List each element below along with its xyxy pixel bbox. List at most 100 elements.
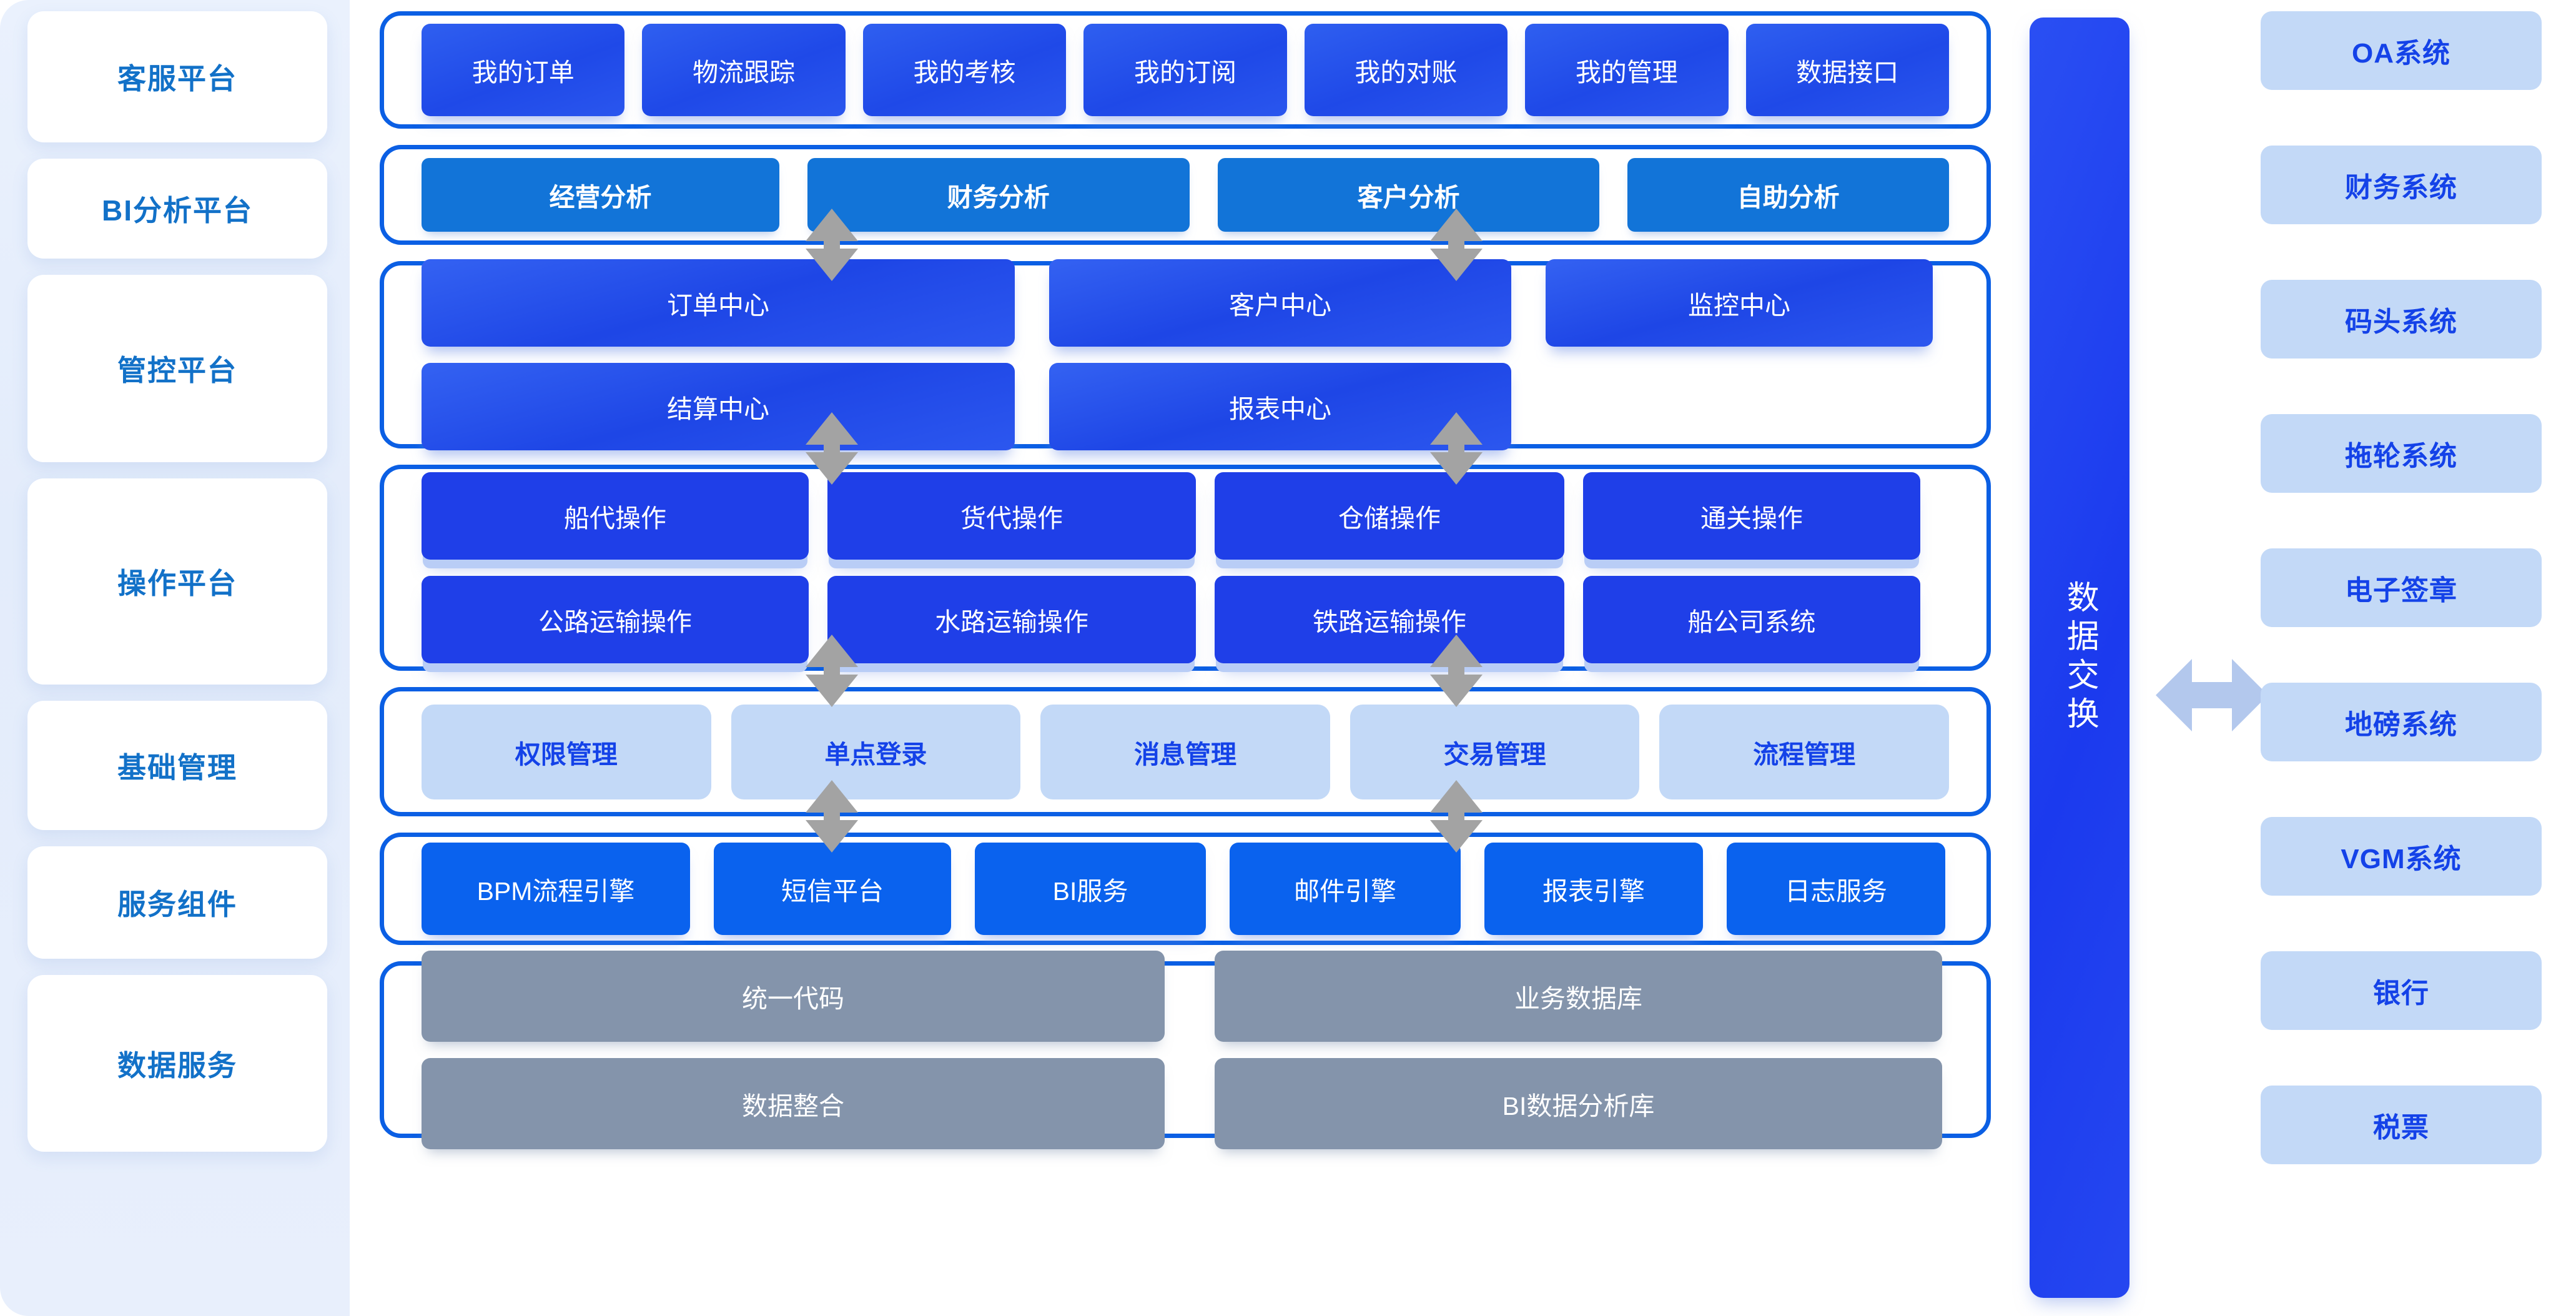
card-base-management-0-0[interactable]: 权限管理	[422, 704, 711, 799]
card-label: 报表中心	[1229, 395, 1331, 423]
card-label: 数据整合	[742, 1091, 844, 1121]
external-system-2[interactable]: 码头系统	[2261, 280, 2542, 359]
card-label: 流程管理	[1753, 740, 1856, 769]
card-customer-service-0-2[interactable]: 我的考核	[862, 24, 1067, 116]
card-label: 监控中心	[1688, 291, 1790, 320]
external-system-4[interactable]: 电子签章	[2261, 548, 2542, 627]
sidebar-item-5[interactable]: 服务组件	[27, 846, 327, 959]
card-operation-platform-1-2[interactable]: 铁路运输操作	[1215, 576, 1564, 663]
card-customer-service-0-5[interactable]: 我的管理	[1525, 24, 1729, 116]
external-system-7[interactable]: 银行	[2261, 951, 2542, 1030]
layer-row: BPM流程引擎 短信平台 BI服务 邮件引擎 报表引擎 日志服务	[422, 843, 1949, 935]
card-bi-analysis-0-2[interactable]: 客户分析	[1217, 158, 1600, 232]
card-operation-platform-0-1[interactable]: 货代操作	[827, 472, 1196, 560]
card-label: 业务数据库	[1514, 984, 1642, 1013]
layer-row: 我的订单 物流跟踪 我的考核 我的订阅 我的对账我的管理 数据接口	[422, 24, 1949, 116]
card-service-components-0-3[interactable]: 邮件引擎	[1230, 843, 1461, 935]
sidebar-item-3[interactable]: 操作平台	[27, 478, 327, 685]
layer-row: 经营分析 财务分析 客户分析 自助分析	[422, 158, 1949, 232]
card-customer-service-0-3[interactable]: 我的订阅	[1083, 24, 1287, 116]
card-operation-platform-1-1[interactable]: 水路运输操作	[827, 576, 1196, 663]
external-system-label: 银行	[2373, 978, 2429, 1009]
card-control-platform-0-2[interactable]: 监控中心	[1546, 259, 1933, 347]
external-system-6[interactable]: VGM系统	[2261, 817, 2542, 896]
card-operation-platform-0-3[interactable]: 通关操作	[1583, 472, 1920, 560]
layer-service-components: BPM流程引擎 短信平台 BI服务 邮件引擎 报表引擎 日志服务	[380, 833, 1991, 945]
card-base-management-0-1[interactable]: 单点登录	[731, 704, 1021, 799]
card-label: 单点登录	[824, 740, 927, 769]
layer-base-management: 权限管理 单点登录 消息管理 交易管理 流程管理	[380, 687, 1991, 816]
card-bi-analysis-0-0[interactable]: 经营分析	[422, 158, 779, 232]
card-customer-service-0-4[interactable]: 我的对账	[1304, 24, 1508, 116]
external-system-label: 拖轮系统	[2345, 441, 2457, 472]
external-system-label: 码头系统	[2345, 307, 2457, 337]
card-bi-analysis-0-3[interactable]: 自助分析	[1627, 158, 1949, 232]
layer-operation-platform: 船代操作 货代操作 仓储操作 通关操作公路运输操作水路运输操作 铁路运输操作 船公司系统	[380, 465, 1991, 671]
platform-layers: 我的订单 物流跟踪 我的考核 我的订阅 我的对账我的管理 数据接口经营分析 财务分析 客户分析…	[380, 11, 1991, 1154]
card-data-services-1-1[interactable]: BI数据分析库	[1215, 1057, 1942, 1149]
card-operation-platform-0-2[interactable]: 仓储操作	[1215, 472, 1564, 560]
card-data-services-0-1[interactable]: 业务数据库	[1215, 950, 1942, 1042]
card-control-platform-0-0[interactable]: 订单中心	[422, 259, 1015, 347]
card-label: 自助分析	[1737, 183, 1840, 212]
card-label: 统一代码	[742, 984, 844, 1013]
card-operation-platform-1-3[interactable]: 船公司系统	[1583, 576, 1920, 663]
card-control-platform-0-1[interactable]: 客户中心	[1049, 259, 1511, 347]
card-label: 仓储操作	[1338, 504, 1441, 533]
card-label: 我的考核	[913, 58, 1016, 87]
sidebar-item-4[interactable]: 基础管理	[27, 701, 327, 830]
card-data-services-1-0[interactable]: 数据整合	[422, 1057, 1165, 1149]
data-exchange-bar[interactable]: 数据交换	[2030, 17, 2129, 1298]
card-label: BI服务	[1052, 877, 1128, 906]
card-operation-platform-1-0[interactable]: 公路运输操作	[422, 576, 809, 663]
sidebar-item-1[interactable]: BI分析平台	[27, 159, 327, 259]
card-base-management-0-3[interactable]: 交易管理	[1350, 704, 1640, 799]
card-customer-service-0-6[interactable]: 数据接口	[1745, 24, 1949, 116]
layer-row: 权限管理 单点登录 消息管理 交易管理 流程管理	[422, 704, 1949, 799]
card-control-platform-1-1[interactable]: 报表中心	[1049, 363, 1511, 450]
layer-bi-analysis: 经营分析 财务分析 客户分析 自助分析	[380, 145, 1991, 245]
card-bi-analysis-0-1[interactable]: 财务分析	[807, 158, 1190, 232]
card-label: 邮件引擎	[1294, 877, 1396, 906]
card-label: 日志服务	[1785, 877, 1887, 906]
card-label: 船代操作	[564, 504, 666, 533]
card-label: 财务分析	[947, 183, 1050, 212]
sidebar-item-0[interactable]: 客服平台	[27, 11, 327, 142]
card-label: 我的订单	[471, 58, 575, 87]
sidebar-item-label: 操作平台	[117, 567, 237, 600]
external-system-3[interactable]: 拖轮系统	[2261, 414, 2542, 493]
card-control-platform-1-0[interactable]: 结算中心	[422, 363, 1015, 450]
card-label: 短信平台	[781, 877, 884, 906]
card-service-components-0-0[interactable]: BPM流程引擎	[422, 843, 690, 935]
card-base-management-0-2[interactable]: 消息管理	[1040, 704, 1330, 799]
card-label: 我的订阅	[1133, 58, 1236, 87]
sidebar-item-label: 客服平台	[117, 62, 237, 95]
card-customer-service-0-1[interactable]: 物流跟踪	[642, 24, 846, 116]
card-base-management-0-4[interactable]: 流程管理	[1659, 704, 1949, 799]
external-system-0[interactable]: OA系统	[2261, 11, 2542, 90]
card-label: 交易管理	[1443, 740, 1546, 769]
sidebar-item-6[interactable]: 数据服务	[27, 975, 327, 1152]
external-system-5[interactable]: 地磅系统	[2261, 683, 2542, 761]
sidebar-item-label: 管控平台	[117, 354, 237, 387]
sidebar-item-label: 服务组件	[117, 888, 237, 921]
card-service-components-0-2[interactable]: BI服务	[975, 843, 1206, 935]
sidebar-item-label: BI分析平台	[102, 194, 253, 227]
data-exchange-label: 数据交换	[2061, 580, 2098, 735]
card-service-components-0-4[interactable]: 报表引擎	[1484, 843, 1703, 935]
layer-row: 船代操作 货代操作 仓储操作 通关操作	[422, 472, 1949, 560]
card-label: 铁路运输操作	[1313, 608, 1466, 636]
external-system-label: 电子签章	[2345, 575, 2457, 606]
external-system-label: OA系统	[2352, 38, 2450, 69]
card-service-components-0-1[interactable]: 短信平台	[714, 843, 951, 935]
card-label: 权限管理	[515, 740, 618, 769]
card-label: 客户分析	[1357, 183, 1460, 212]
card-label: 数据接口	[1796, 58, 1899, 87]
external-system-8[interactable]: 税票	[2261, 1086, 2542, 1164]
card-customer-service-0-0[interactable]: 我的订单	[422, 24, 625, 116]
card-service-components-0-5[interactable]: 日志服务	[1727, 843, 1945, 935]
sidebar-item-2[interactable]: 管控平台	[27, 275, 327, 462]
card-operation-platform-0-0[interactable]: 船代操作	[422, 472, 809, 560]
card-data-services-0-0[interactable]: 统一代码	[422, 950, 1165, 1042]
external-system-1[interactable]: 财务系统	[2261, 146, 2542, 224]
